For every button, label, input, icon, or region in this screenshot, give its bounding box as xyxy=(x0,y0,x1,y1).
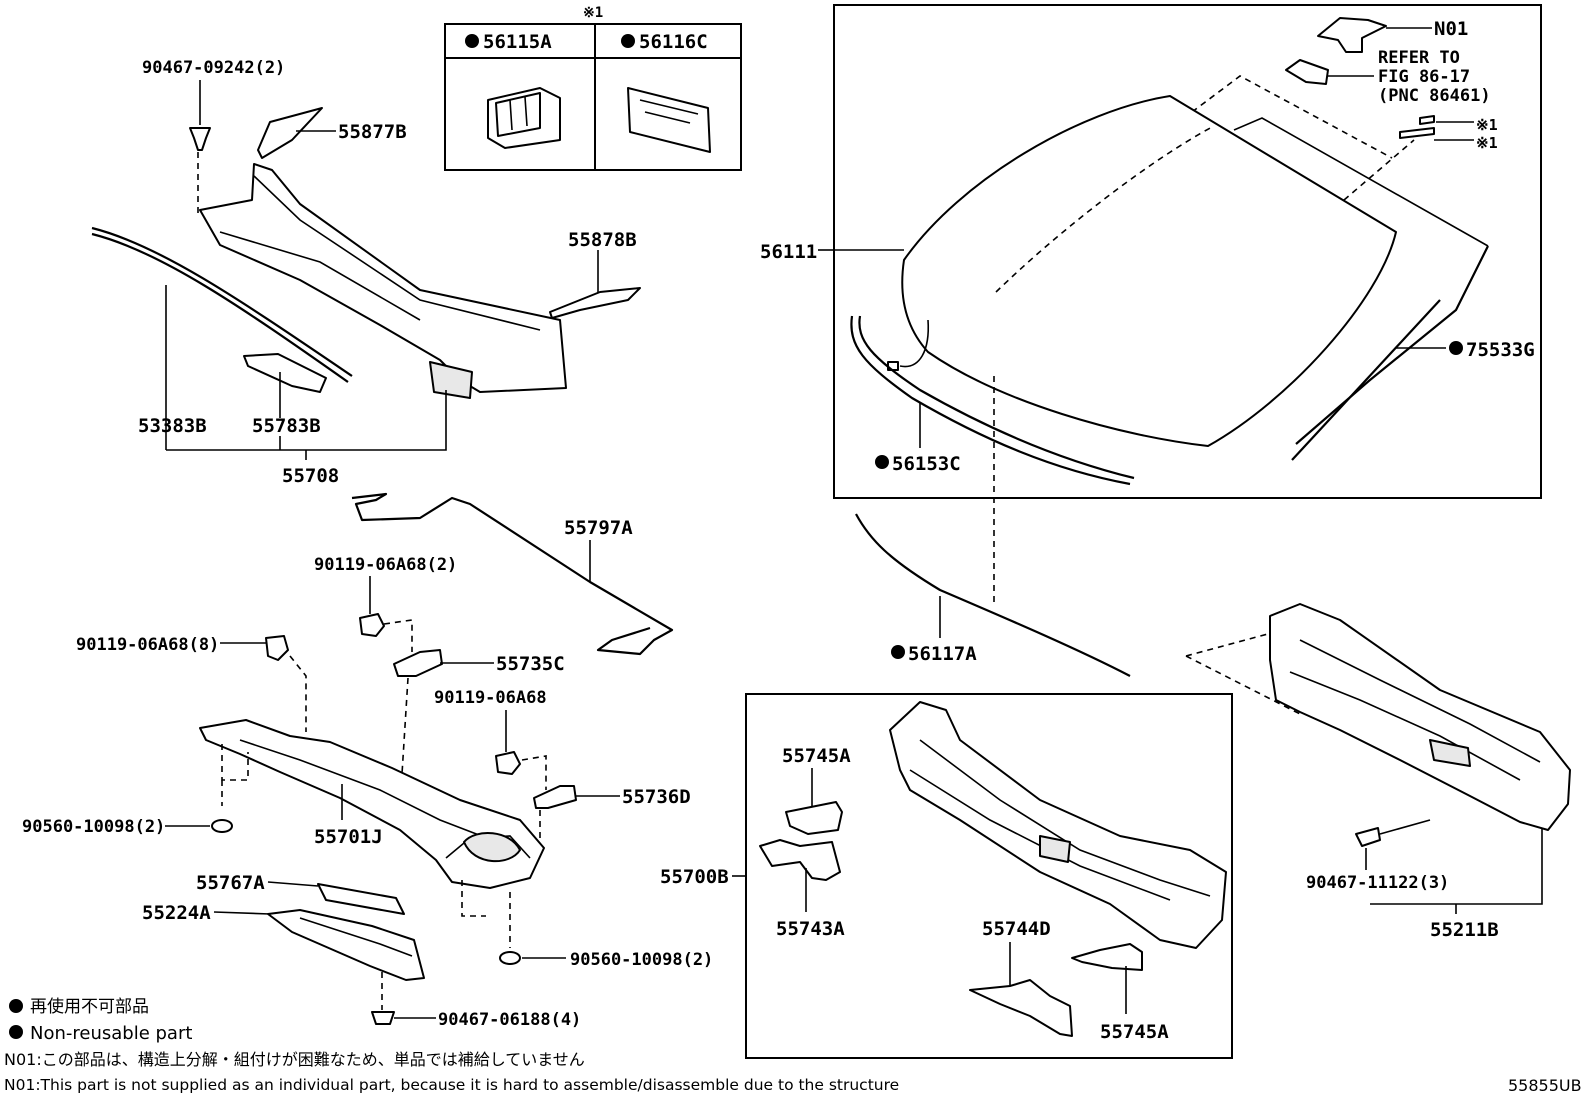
grommet-90560-10098-a xyxy=(211,819,233,833)
mark-1a: ※1 xyxy=(1476,116,1498,134)
label-N01: N01 xyxy=(1434,18,1468,40)
bolt-90119-06A68-8 xyxy=(265,635,289,661)
part-55743A xyxy=(759,839,841,881)
dash-panel-55700B-group: 55700B 55745A 55743A 55744D 55745A xyxy=(660,693,1233,1059)
part-55877B xyxy=(257,107,323,159)
label-55783B: 55783B xyxy=(252,415,321,437)
refer-line3: (PNC 86461) xyxy=(1378,86,1491,106)
label-53383B: 53383B xyxy=(138,415,207,437)
part-75533G xyxy=(1291,299,1441,461)
label-90467-06188: 90467-06188(4) xyxy=(438,1010,581,1030)
mark-1b: ※1 xyxy=(1476,134,1498,152)
refer-line2: FIG 86-17 xyxy=(1378,67,1470,87)
washer-hose-group: 55797A xyxy=(351,492,674,656)
refer-line1: REFER TO xyxy=(1378,48,1460,68)
part-55783B xyxy=(243,353,327,393)
label-75533G: 75533G xyxy=(1466,339,1535,361)
label-55745A-b: 55745A xyxy=(1100,1021,1169,1043)
label-90119-06A68: 90119-06A68 xyxy=(434,688,547,708)
non-reusable-dot xyxy=(621,34,635,48)
label-55708: 55708 xyxy=(282,465,339,487)
clip-90467-11122 xyxy=(1355,827,1381,847)
inset-mark: ※1 xyxy=(583,5,603,21)
bolt-90119-06A68-2 xyxy=(359,613,385,637)
clip-56115A-drawing xyxy=(487,87,561,149)
part-55211B xyxy=(1269,603,1571,831)
inset-col2-label: 56116C xyxy=(639,31,708,53)
non-reusable-dot xyxy=(875,455,889,469)
note-n01-jp: N01:この部品は、構造上分解・組付けが困難なため、単品では補給していません xyxy=(4,1050,585,1069)
dash-panel-55211B-group: 90467-11122(3) 55211B xyxy=(1185,603,1571,941)
part-55767A xyxy=(317,883,405,915)
spacer-2 xyxy=(1399,127,1435,139)
part-53383B xyxy=(91,226,353,377)
clip-56116C-drawing xyxy=(627,87,711,153)
cowl-top-group: 90467-09242(2) 55877B 55878B 53383B 5578… xyxy=(91,58,641,487)
part-55745A-a xyxy=(785,801,843,835)
label-55736D: 55736D xyxy=(622,786,691,808)
label-90467-09242: 90467-09242(2) xyxy=(142,58,285,78)
non-reusable-dot xyxy=(1449,341,1463,355)
non-reusable-dot xyxy=(891,645,905,659)
grommet-90560-10098-b xyxy=(499,951,521,965)
windshield-group: N01 REFER TO FIG 86-17 (PNC 86461) ※1 ※1… xyxy=(760,4,1542,604)
label-55224A: 55224A xyxy=(142,902,211,924)
part-55745A-b xyxy=(1071,943,1143,971)
bolt-90119-06A68 xyxy=(495,751,521,775)
clip-90467-06188 xyxy=(371,1011,395,1025)
label-90119-06A68-2: 90119-06A68(2) xyxy=(314,555,457,575)
label-55744D: 55744D xyxy=(982,918,1051,940)
label-55735C: 55735C xyxy=(496,653,565,675)
label-55700B: 55700B xyxy=(660,866,729,888)
windshield-frame xyxy=(833,4,1542,499)
part-56153C xyxy=(858,315,1135,480)
part-56117A xyxy=(855,513,1131,677)
part-55708-cowl-top xyxy=(199,163,567,393)
note-n01-en: N01:This part is not supplied as an indi… xyxy=(4,1076,899,1094)
label-90119-06A68-8: 90119-06A68(8) xyxy=(76,635,219,655)
label-55211B: 55211B xyxy=(1430,919,1499,941)
legend: 再使用不可部品 Non-reusable part N01:この部品は、構造上分… xyxy=(4,996,1582,1095)
part-55736D xyxy=(533,785,577,809)
label-55877B: 55877B xyxy=(338,121,407,143)
label-55878B: 55878B xyxy=(568,229,637,251)
non-reusable-dot xyxy=(465,34,479,48)
legend-jp: 再使用不可部品 xyxy=(30,996,149,1017)
label-55797A: 55797A xyxy=(564,517,633,539)
part-mirror-bracket xyxy=(1285,59,1329,85)
inset-col1-label: 56115A xyxy=(483,31,552,53)
legend-dot-jp xyxy=(9,999,23,1013)
part-55878B xyxy=(549,287,641,319)
part-55700B-dash-panel xyxy=(889,701,1227,949)
part-N01 xyxy=(1317,17,1387,53)
part-55701J xyxy=(199,719,545,889)
label-55743A: 55743A xyxy=(776,918,845,940)
cowl-panel-lower-group: 90119-06A68(2) 90119-06A68(8) 55735C 901… xyxy=(22,555,713,1030)
part-55744D xyxy=(969,979,1073,1037)
inset-frame xyxy=(444,23,742,171)
label-90560-10098-2a: 90560-10098(2) xyxy=(22,817,165,837)
label-56117A: 56117A xyxy=(908,643,977,665)
label-90560-10098-2b: 90560-10098(2) xyxy=(570,950,713,970)
clip-90467-09242 xyxy=(189,127,211,151)
label-55701J: 55701J xyxy=(314,826,383,848)
label-55745A-a: 55745A xyxy=(782,745,851,767)
part-56111-windshield xyxy=(901,95,1397,447)
legend-dot-en xyxy=(9,1025,23,1039)
part-55735C xyxy=(393,649,443,677)
label-90467-11122: 90467-11122(3) xyxy=(1306,873,1449,893)
label-55767A: 55767A xyxy=(196,872,265,894)
label-56153C: 56153C xyxy=(892,453,961,475)
part-55224A xyxy=(267,909,425,981)
spacer-1 xyxy=(1419,115,1435,125)
label-56111: 56111 xyxy=(760,241,817,263)
dam-56117A-group: 56117A xyxy=(855,513,1131,677)
legend-en: Non-reusable part xyxy=(30,1023,192,1044)
part-55797A-hose xyxy=(351,492,674,656)
figure-code: 55855UB xyxy=(1508,1076,1582,1095)
clip-inset-table: ※1 56115A 56116C xyxy=(444,5,742,171)
